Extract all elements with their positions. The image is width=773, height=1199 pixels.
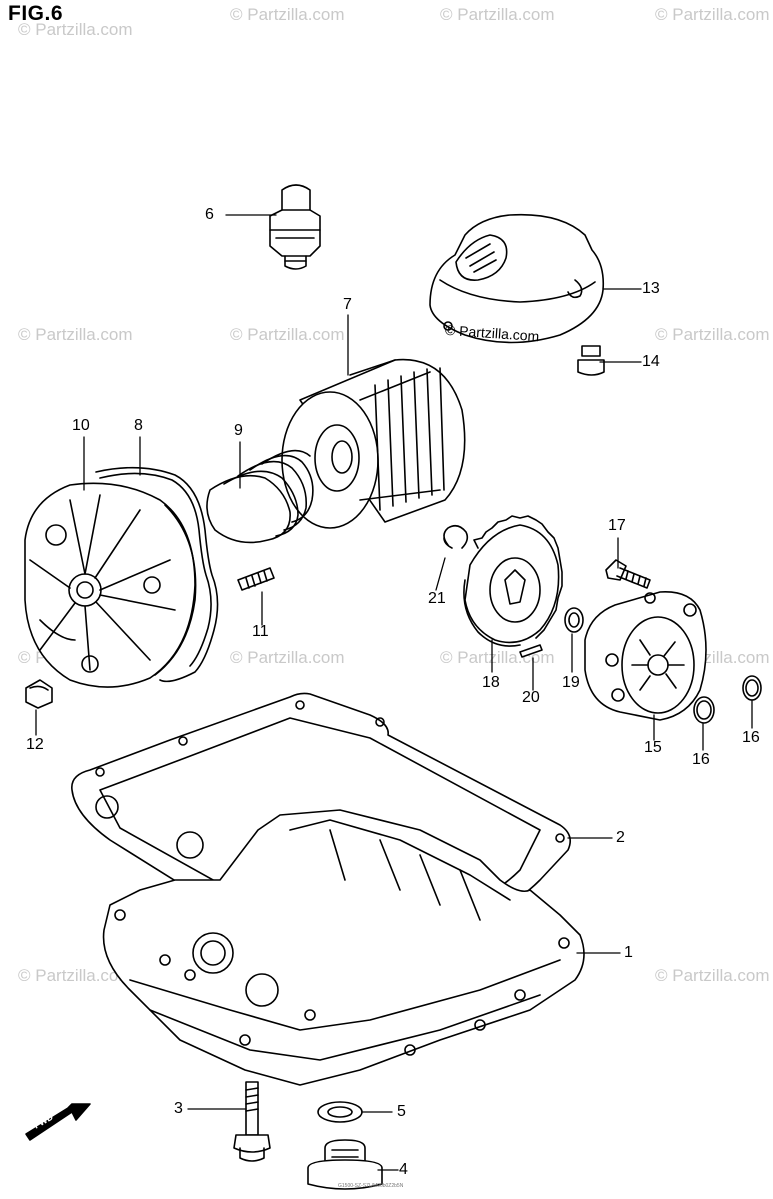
leader-lines <box>35 214 753 1171</box>
figure-code: G1500-SZ-S7L/M06b0Z2b5N <box>338 1183 404 1189</box>
watermark: © Partzilla.com <box>230 648 345 667</box>
oil-pressure-switch-drawing <box>269 184 321 270</box>
callout-13: 13 <box>642 280 660 297</box>
callout-10: 10 <box>72 417 90 434</box>
cover-bolt-drawing <box>577 345 605 376</box>
callout-19: 19 <box>562 674 580 691</box>
oil-filter-drawing <box>281 358 466 529</box>
callout-15: 15 <box>644 739 662 756</box>
oil-pump-gear-drawing <box>463 515 563 647</box>
filler-cap-cover-drawing <box>429 213 605 344</box>
callout-18: 18 <box>482 674 500 691</box>
drain-plug-gasket-drawing <box>317 1101 363 1123</box>
watermark: © Partzilla.com <box>18 966 133 985</box>
filter-spring-drawing <box>206 449 314 544</box>
callout-21: 21 <box>428 590 446 607</box>
o-rings-drawing <box>693 675 762 724</box>
pin-drawing <box>519 644 543 658</box>
callout-8: 8 <box>134 417 143 434</box>
watermark: © Partzilla.com <box>440 5 555 24</box>
watermark: © Partzilla.com <box>18 20 133 39</box>
oil-pan-drawing <box>102 809 585 1086</box>
callout-3: 3 <box>174 1100 183 1117</box>
watermark: © Partzilla.com <box>655 966 770 985</box>
watermark: © Partzilla.com <box>655 325 770 344</box>
callout-17: 17 <box>608 517 626 534</box>
circlip-drawing <box>443 524 469 549</box>
figure-title: FIG.6 <box>8 2 64 25</box>
oil-pan-bolt-drawing <box>233 1081 271 1162</box>
callout-6: 6 <box>205 206 214 223</box>
callout-9: 9 <box>234 422 243 439</box>
watermark: © Partzilla.com <box>18 325 133 344</box>
fwd-arrow-drawing <box>25 1103 91 1141</box>
callout-16a: 16 <box>692 751 710 768</box>
o-ring-drawing <box>95 466 219 683</box>
callout-4: 4 <box>399 1161 408 1178</box>
oil-pump-drawing <box>584 591 707 721</box>
drain-plug-drawing <box>307 1139 383 1190</box>
callout-11: 11 <box>252 623 269 640</box>
watermark: © Partzilla.com <box>230 325 345 344</box>
pump-bolt-drawing <box>605 559 651 589</box>
callout-7: 7 <box>343 296 352 313</box>
nut-drawing <box>25 679 53 709</box>
callout-12: 12 <box>26 736 44 753</box>
callout-5: 5 <box>397 1103 406 1120</box>
callout-14: 14 <box>642 353 660 370</box>
stud-drawing <box>237 567 275 591</box>
callout-2: 2 <box>616 829 625 846</box>
callout-16b: 16 <box>742 729 760 746</box>
washer-drawing <box>564 607 584 633</box>
oil-filter-cover-drawing <box>24 482 197 688</box>
watermark: © Partzilla.com <box>655 5 770 24</box>
callout-1: 1 <box>624 944 633 961</box>
callout-20: 20 <box>522 689 540 706</box>
watermark: © Partzilla.com <box>230 5 345 24</box>
